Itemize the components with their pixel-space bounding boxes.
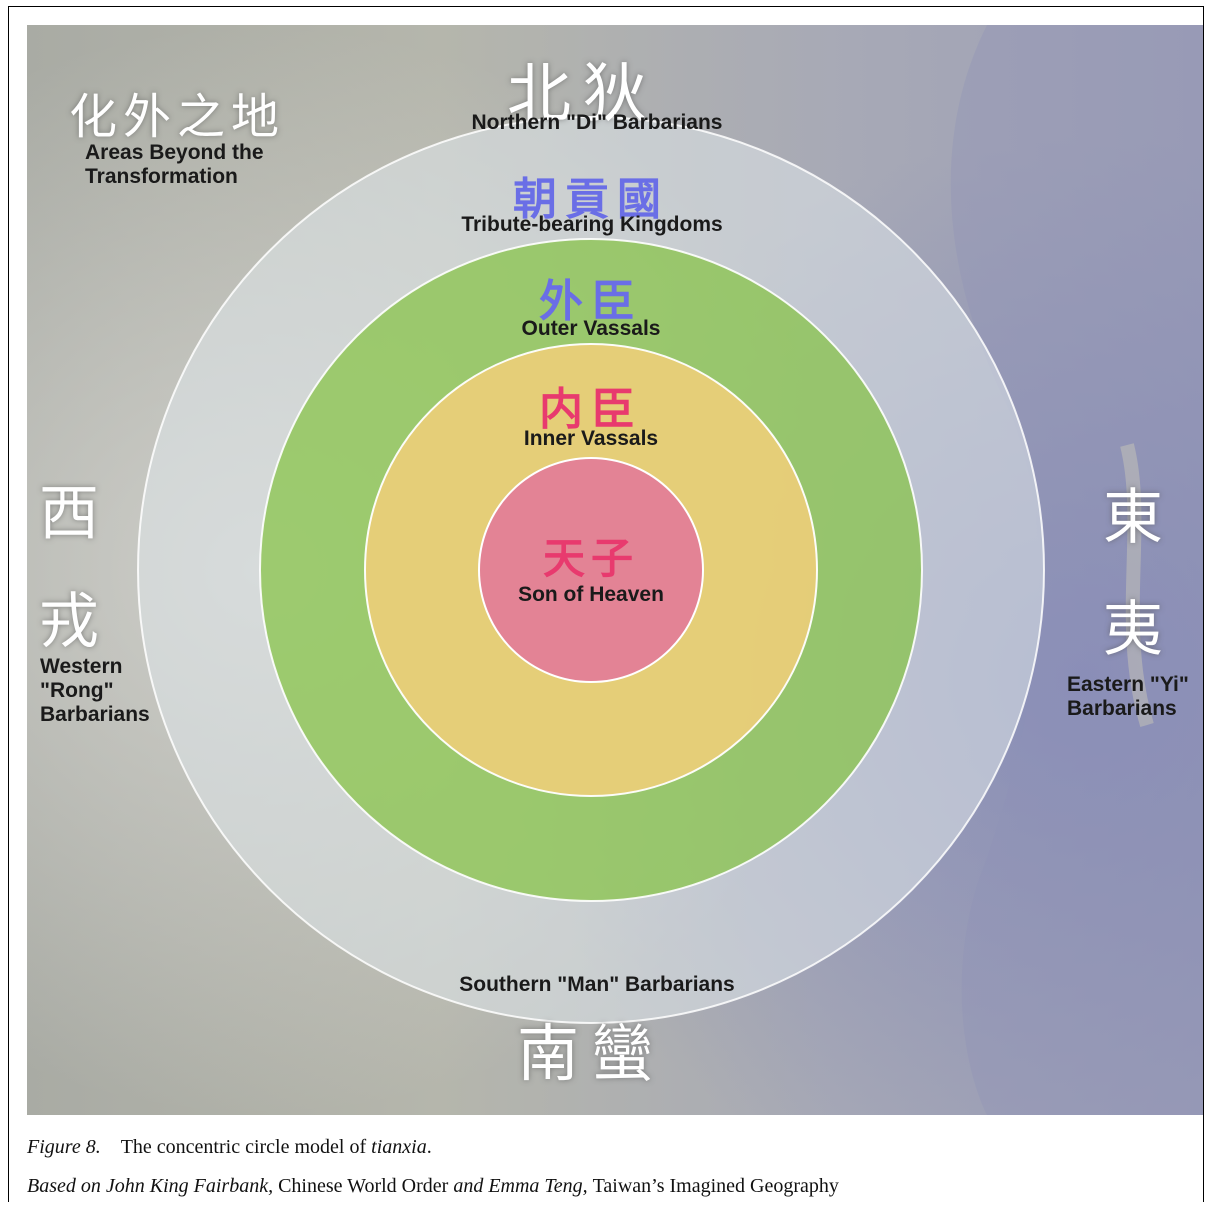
west-han-2: 戎 bbox=[39, 587, 99, 657]
tribute-han: 朝貢國 bbox=[513, 174, 669, 225]
inner-label: Inner Vassals bbox=[523, 427, 659, 450]
source-part-3: and Emma Teng, bbox=[448, 1175, 593, 1197]
inner-han: 内臣 bbox=[539, 384, 643, 435]
map-canvas bbox=[27, 25, 1203, 1115]
caption-text: The concentric circle model of bbox=[120, 1136, 372, 1158]
figure-number: Figure 8. bbox=[27, 1136, 101, 1158]
caption-italic: tianxia bbox=[371, 1136, 427, 1158]
east-label: Eastern "Yi" Barbarians bbox=[1067, 673, 1189, 720]
corner-han: 化外之地 bbox=[69, 89, 286, 145]
sea-shading bbox=[950, 25, 1203, 1115]
ring-son-of-heaven bbox=[478, 457, 704, 683]
south-label: Southern "Man" Barbarians bbox=[459, 973, 735, 996]
north-label: Northern "Di" Barbarians bbox=[471, 111, 723, 134]
north-han: 北狄 bbox=[507, 58, 659, 132]
outer-han: 外臣 bbox=[539, 276, 643, 327]
caption-end: . bbox=[426, 1136, 432, 1158]
source-part-2: Chinese World Order bbox=[278, 1175, 449, 1197]
corner-label: Areas Beyond the Transformation bbox=[85, 141, 264, 188]
island-shape bbox=[1120, 443, 1154, 728]
figure-source: Based on John King Fairbank, Chinese Wor… bbox=[27, 1175, 839, 1198]
source-part-1: Based on John King Fairbank, bbox=[27, 1175, 279, 1197]
east-han-1: 東 bbox=[1103, 483, 1163, 553]
east-han-2: 夷 bbox=[1103, 595, 1163, 665]
center-label: Son of Heaven bbox=[518, 583, 664, 606]
figure-caption: Figure 8. The concentric circle model of… bbox=[27, 1136, 432, 1159]
west-label: Western "Rong" Barbarians bbox=[40, 655, 150, 726]
outer-label: Outer Vassals bbox=[521, 317, 661, 340]
west-han-1: 西 bbox=[39, 479, 99, 549]
tianxia-diagram: 化外之地 Areas Beyond the Transformation 北狄 … bbox=[27, 25, 1203, 1115]
tribute-label: Tribute-bearing Kingdoms bbox=[461, 213, 723, 236]
center-han: 天子 bbox=[542, 534, 639, 583]
source-part-4: Taiwan’s Imagined Geography bbox=[592, 1175, 839, 1197]
south-han: 南蠻 bbox=[517, 1017, 666, 1090]
figure-frame bbox=[8, 6, 1204, 1202]
